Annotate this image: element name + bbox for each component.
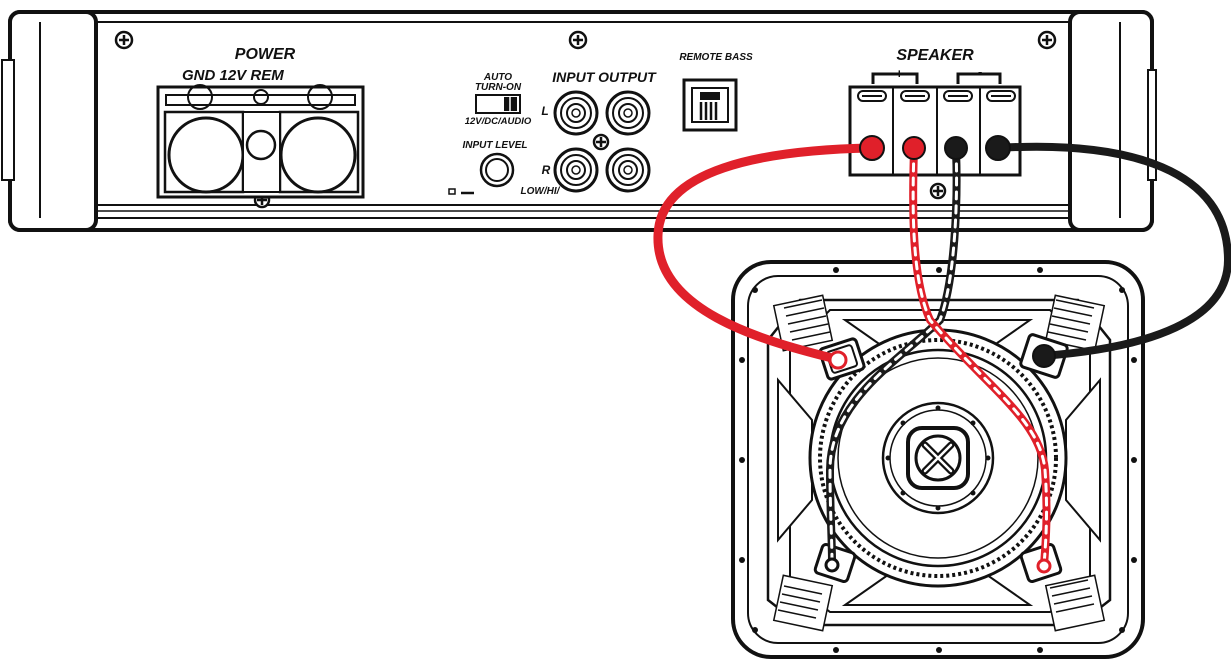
auto-turn-on-label-bottom: TURN-ON xyxy=(475,82,522,93)
minus-label: - xyxy=(978,64,982,79)
input-level-label: INPUT LEVEL xyxy=(462,140,527,151)
rca-output-right[interactable] xyxy=(605,147,651,193)
power-terminals-label: GND 12V REM xyxy=(182,67,284,84)
right-end-cap xyxy=(1068,10,1154,232)
amp-terminal-positive-2 xyxy=(902,136,926,160)
speaker-label: SPEAKER xyxy=(896,47,974,64)
level-min-max-icon xyxy=(448,188,474,195)
low-hi-label: LOW/HI/ xyxy=(521,186,561,197)
input-level-knob[interactable] xyxy=(479,152,515,188)
speaker-terminal-block xyxy=(848,85,1022,177)
rem-terminal xyxy=(245,129,277,161)
right-channel-label: R xyxy=(542,163,551,177)
screw-icon xyxy=(1037,30,1057,50)
left-end-cap xyxy=(8,10,98,232)
power-terminal-block xyxy=(156,84,365,199)
auto-modes-label: 12V/DC/AUDIO xyxy=(465,116,532,127)
screw-icon xyxy=(592,133,610,151)
power-label: POWER xyxy=(235,46,296,63)
panel-screws xyxy=(114,30,1057,209)
rca-input-right[interactable] xyxy=(553,147,599,193)
screw-icon xyxy=(114,30,134,50)
remote-bass-label: REMOTE BASS xyxy=(679,52,753,63)
gnd-terminal xyxy=(167,116,245,194)
amp-speaker-terminals xyxy=(859,135,1011,161)
amp-terminal-positive-1 xyxy=(859,135,885,161)
auto-turn-on-label-top: AUTO xyxy=(483,72,512,83)
negative-wire xyxy=(992,142,1231,360)
rca-input-left[interactable] xyxy=(553,90,599,136)
screw-icon xyxy=(568,30,588,50)
rca-output-left[interactable] xyxy=(605,90,651,136)
remote-bass-port[interactable] xyxy=(682,78,738,132)
polarity-brackets xyxy=(871,72,1002,84)
left-channel-label: L xyxy=(541,104,548,118)
speaker-wire-ends xyxy=(824,344,1056,574)
input-output-label: INPUT OUTPUT xyxy=(552,69,657,85)
positive-wire xyxy=(653,143,877,363)
rca-jacks xyxy=(553,90,651,193)
amp-terminal-negative-2 xyxy=(985,135,1011,161)
12v-terminal xyxy=(279,116,357,194)
auto-turn-on-switch[interactable] xyxy=(475,94,521,114)
amp-terminal-negative-1 xyxy=(944,136,968,160)
wires xyxy=(653,142,1231,569)
brand-emblem xyxy=(906,426,970,490)
plus-label: + xyxy=(895,66,903,81)
screw-icon xyxy=(929,182,947,200)
